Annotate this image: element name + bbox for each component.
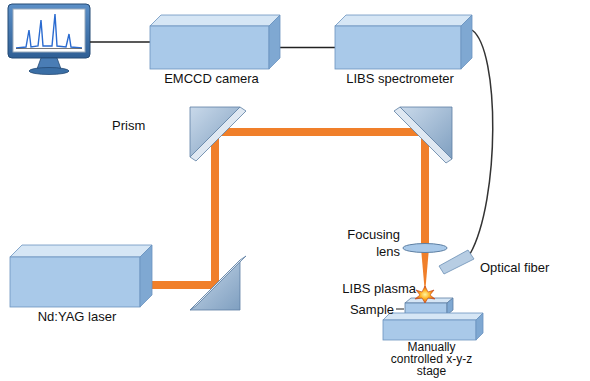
- box-front: [335, 26, 461, 69]
- box-top: [150, 15, 280, 26]
- camera-box: EMCCD camera: [150, 15, 284, 86]
- box-shape: [10, 245, 152, 307]
- spectrometer-box: LIBS spectrometer: [335, 15, 476, 86]
- prism: [190, 107, 246, 161]
- node-label: LIBS spectrometer: [335, 72, 476, 86]
- node-label: Manually controlled x-y-z stage: [383, 341, 487, 377]
- prism: [190, 256, 246, 310]
- fiber-tip: [439, 250, 474, 274]
- box-front: [10, 257, 140, 307]
- fiber-label: Optical fiber: [480, 260, 549, 275]
- prism-label: Prism: [112, 118, 145, 133]
- cable-line: [280, 47, 335, 49]
- prism: [394, 107, 452, 163]
- stage-box: Manually controlled x-y-z stage: [383, 313, 487, 377]
- plasma-label: LIBS plasma: [342, 281, 416, 296]
- laser-beam: [142, 132, 425, 285]
- leader-line: [396, 309, 404, 310]
- computer-icon: [8, 4, 90, 75]
- node-label: Nd:YAG laser: [10, 310, 156, 324]
- lens-label: Focusing lens: [338, 226, 400, 260]
- box-top: [383, 313, 483, 320]
- box-top: [10, 245, 152, 257]
- box-shape: [150, 15, 280, 69]
- sample-block: [405, 298, 453, 315]
- focusing-lens: [403, 244, 447, 253]
- box-front: [150, 26, 269, 69]
- sample-label: Sample: [350, 302, 394, 317]
- box-shape: [383, 313, 483, 340]
- box-side: [140, 245, 152, 307]
- box-side: [461, 15, 472, 69]
- box-side: [269, 15, 280, 69]
- laser-box: Nd:YAG laser: [10, 245, 156, 324]
- optical-fiber-cable: [470, 30, 493, 254]
- data-cable: [90, 41, 150, 43]
- box-front: [383, 320, 476, 340]
- plasma-spark: [415, 286, 435, 303]
- box-shape: [335, 15, 472, 69]
- box-side: [476, 313, 483, 340]
- box-top: [335, 15, 472, 26]
- node-label: EMCCD camera: [150, 72, 284, 86]
